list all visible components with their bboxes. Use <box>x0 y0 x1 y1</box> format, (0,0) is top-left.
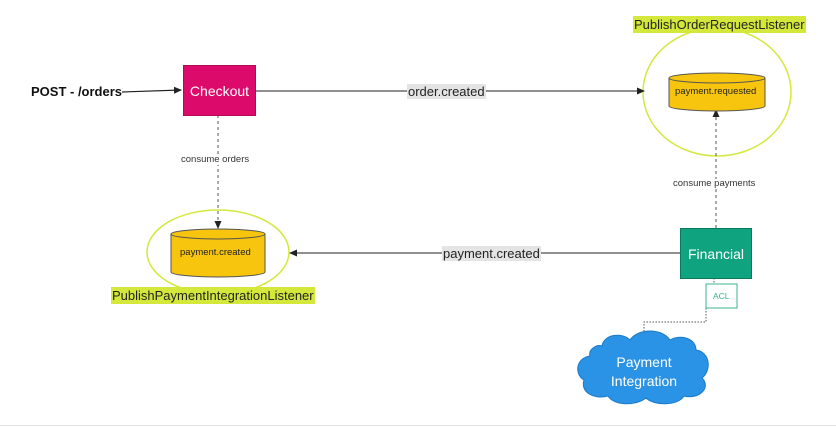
acl-label: ACL <box>713 291 730 301</box>
payment-requested-label: payment.requested <box>675 86 757 97</box>
order-listener-label: PublishOrderRequestListener <box>633 16 806 33</box>
consume-orders-label: consume orders <box>181 154 250 165</box>
financial-service: Financial <box>680 228 752 279</box>
acl-box <box>705 283 738 309</box>
payment-created-store-label: payment.created <box>180 247 251 258</box>
payment-created-edge-label: payment.created <box>442 246 541 261</box>
payment-created-store <box>170 228 266 278</box>
consume-payments-label: consume payments <box>673 178 756 189</box>
cloud-label: Payment Integration <box>594 353 694 391</box>
post-orders-arrow <box>121 86 182 94</box>
cloud-label-line1: Payment <box>616 354 672 370</box>
financial-label: Financial <box>687 245 745 262</box>
payment-listener-label: PublishPaymentIntegrationListener <box>111 287 315 304</box>
payment-requested-store <box>668 72 766 112</box>
payment-integration-cloud <box>577 330 709 405</box>
post-orders-label: POST - /orders <box>31 84 123 99</box>
order-created-edge-label: order.created <box>407 84 486 99</box>
integration-connector <box>643 305 707 343</box>
cloud-label-line2: Integration <box>610 373 678 389</box>
checkout-label: Checkout <box>189 82 250 99</box>
checkout-service: Checkout <box>183 65 256 116</box>
